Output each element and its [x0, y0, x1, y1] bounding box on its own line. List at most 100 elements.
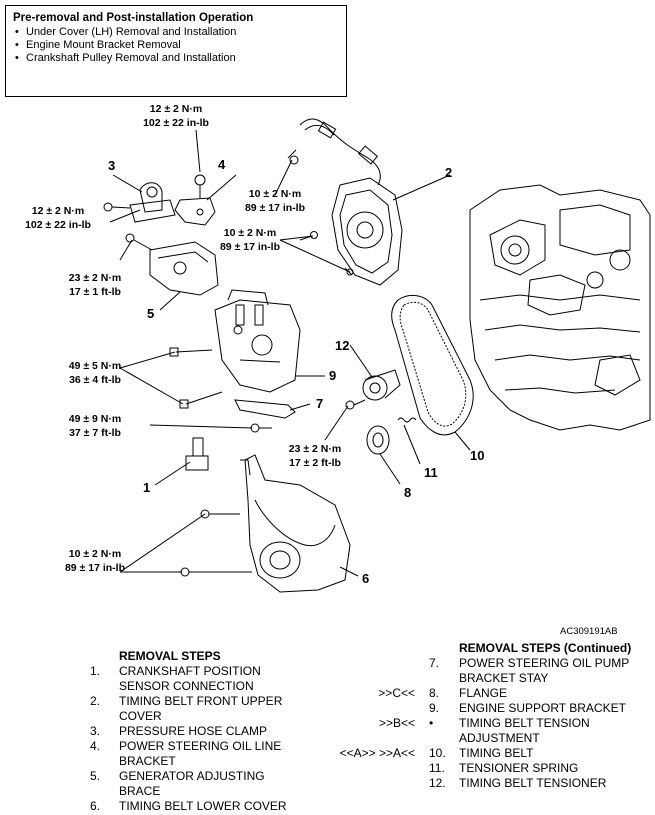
- step-row: 5. GENERATOR ADJUSTING: [90, 769, 350, 784]
- torque-label: 89 ± 17 in-lb: [65, 562, 125, 574]
- step-number: 11.: [429, 761, 445, 775]
- step-row: BRACKET STAY: [320, 671, 650, 686]
- step-text: TIMING BELT: [459, 746, 534, 760]
- oil-pump-stay-drawing: [234, 399, 296, 433]
- callout-11: 11: [424, 465, 438, 480]
- preop-box: Pre-removal and Post-installation Operat…: [5, 5, 347, 97]
- generator-brace-drawing: [125, 233, 219, 296]
- timing-belt-drawing: [391, 294, 474, 436]
- torque-label: 37 ± 7 ft-lb: [69, 427, 121, 439]
- step-row: 3. PRESSURE HOSE CLAMP: [90, 724, 350, 739]
- flange-drawing: [366, 425, 390, 455]
- callout-10: 10: [470, 448, 484, 463]
- preop-title: Pre-removal and Post-installation Operat…: [13, 12, 254, 24]
- step-text: CRANKSHAFT POSITION: [119, 664, 261, 678]
- torque-label: 102 ± 22 in-lb: [25, 219, 91, 231]
- crank-sensor-drawing: [185, 437, 209, 471]
- torque-label: 12 ± 2 N·m: [150, 103, 202, 115]
- step-number: 4.: [90, 739, 101, 753]
- step-row: <<A>> >>A<<10.TIMING BELT: [320, 746, 650, 761]
- step-row: 6. TIMING BELT LOWER COVER: [90, 799, 350, 814]
- tensioner-drawing: [345, 369, 401, 410]
- step-text: FLANGE: [459, 686, 508, 700]
- tensioner-spring-drawing: [397, 417, 417, 423]
- engine-support-bracket-drawing: [169, 289, 301, 409]
- step-number: 8.: [429, 686, 440, 700]
- torque-label: 23 ± 2 N·m: [69, 272, 121, 284]
- step-number: •: [429, 716, 434, 730]
- step-number: 6.: [90, 799, 101, 813]
- sensor-harness-drawing: [287, 118, 381, 186]
- step-text: ADJUSTMENT: [459, 731, 540, 745]
- step-number: 2.: [90, 694, 101, 708]
- step-text: POWER STEERING OIL PUMP: [459, 656, 630, 670]
- torque-label: 102 ± 22 in-lb: [143, 117, 209, 129]
- step-mark: >>B<<: [378, 716, 415, 730]
- callout-3: 3: [108, 158, 115, 173]
- callout-9: 9: [329, 368, 336, 383]
- step-row: 2. TIMING BELT FRONT UPPER: [90, 694, 350, 709]
- oil-line-bracket-drawing: [174, 174, 216, 226]
- step-text: TIMING BELT FRONT UPPER: [119, 694, 283, 708]
- step-text: TIMING BELT TENSION: [459, 716, 590, 730]
- step-row: BRACKET: [90, 754, 350, 769]
- callout-12: 12: [335, 338, 349, 353]
- torque-label: 36 ± 4 ft-lb: [69, 374, 121, 386]
- step-text: BRACE: [119, 784, 161, 798]
- upper-cover-drawing: [299, 177, 403, 286]
- torque-label: 10 ± 2 N·m: [224, 227, 276, 239]
- step-text: COVER: [119, 709, 162, 723]
- removal-steps-right: REMOVAL STEPS (Continued) 7. POWER STEERI…: [320, 641, 650, 791]
- step-row: 4. POWER STEERING OIL LINE: [90, 739, 350, 754]
- step-row: SENSOR CONNECTION: [90, 679, 350, 694]
- steps-header: REMOVAL STEPS (Continued): [459, 641, 632, 655]
- figure-code: AC309191AB: [560, 626, 618, 637]
- step-text: TIMING BELT TENSIONER: [459, 776, 607, 790]
- step-number: 3.: [90, 724, 101, 738]
- step-row: 12. TIMING BELT TENSIONER: [320, 776, 650, 791]
- step-row: >>B<< • TIMING BELT TENSION: [320, 716, 650, 731]
- callout-8: 8: [404, 485, 411, 500]
- step-number: 7.: [429, 656, 440, 670]
- step-number: 12.: [429, 776, 446, 790]
- preop-item: •Crankshaft Pulley Removal and Installat…: [15, 52, 236, 64]
- torque-label: 49 ± 9 N·m: [69, 413, 121, 425]
- callout-7: 7: [316, 396, 323, 411]
- torque-label: 23 ± 2 N·m: [289, 443, 341, 455]
- torque-label: 49 ± 5 N·m: [69, 360, 121, 372]
- callout-1: 1: [143, 480, 150, 495]
- step-row: 11. TENSIONER SPRING: [320, 761, 650, 776]
- leader-lines: [109, 129, 471, 577]
- step-row: COVER: [90, 709, 350, 724]
- step-text: PRESSURE HOSE CLAMP: [119, 724, 268, 738]
- step-row: 1.CRANKSHAFT POSITION: [90, 664, 350, 679]
- torque-label: 10 ± 2 N·m: [249, 188, 301, 200]
- step-text: TENSIONER SPRING: [459, 761, 579, 775]
- step-text: GENERATOR ADJUSTING: [119, 769, 265, 783]
- callout-5: 5: [147, 306, 154, 321]
- step-row: 9. ENGINE SUPPORT BRACKET: [320, 701, 650, 716]
- step-text: BRACKET STAY: [459, 671, 549, 685]
- preop-item: •Engine Mount Bracket Removal: [15, 39, 181, 51]
- pressure-hose-clamp-drawing: [103, 182, 176, 223]
- step-text: SENSOR CONNECTION: [119, 679, 254, 693]
- step-row: 7. POWER STEERING OIL PUMP: [320, 656, 650, 671]
- callout-4: 4: [218, 157, 226, 172]
- step-number: 5.: [90, 769, 101, 783]
- callout-2: 2: [445, 165, 452, 180]
- step-number: 9.: [429, 701, 440, 715]
- exploded-diagram: 12 ± 2 N·m 102 ± 22 in-lb 12 ± 2 N·m 102…: [25, 103, 651, 637]
- torque-label: 12 ± 2 N·m: [32, 205, 84, 217]
- steps-header: REMOVAL STEPS: [119, 649, 221, 663]
- preop-list: •Under Cover (LH) Removal and Installati…: [13, 26, 339, 65]
- step-text: TIMING BELT LOWER COVER: [119, 799, 287, 813]
- engine-block-drawing: [469, 184, 651, 431]
- step-text: POWER STEERING OIL LINE: [119, 739, 282, 753]
- torque-label: 89 ± 17 in-lb: [220, 241, 280, 253]
- torque-label: 17 ± 1 ft-lb: [69, 286, 121, 298]
- step-mark: <<A>> >>A<<: [339, 746, 415, 760]
- step-row: BRACE: [90, 784, 350, 799]
- torque-label: 10 ± 2 N·m: [69, 548, 121, 560]
- step-text: ENGINE SUPPORT BRACKET: [459, 701, 626, 715]
